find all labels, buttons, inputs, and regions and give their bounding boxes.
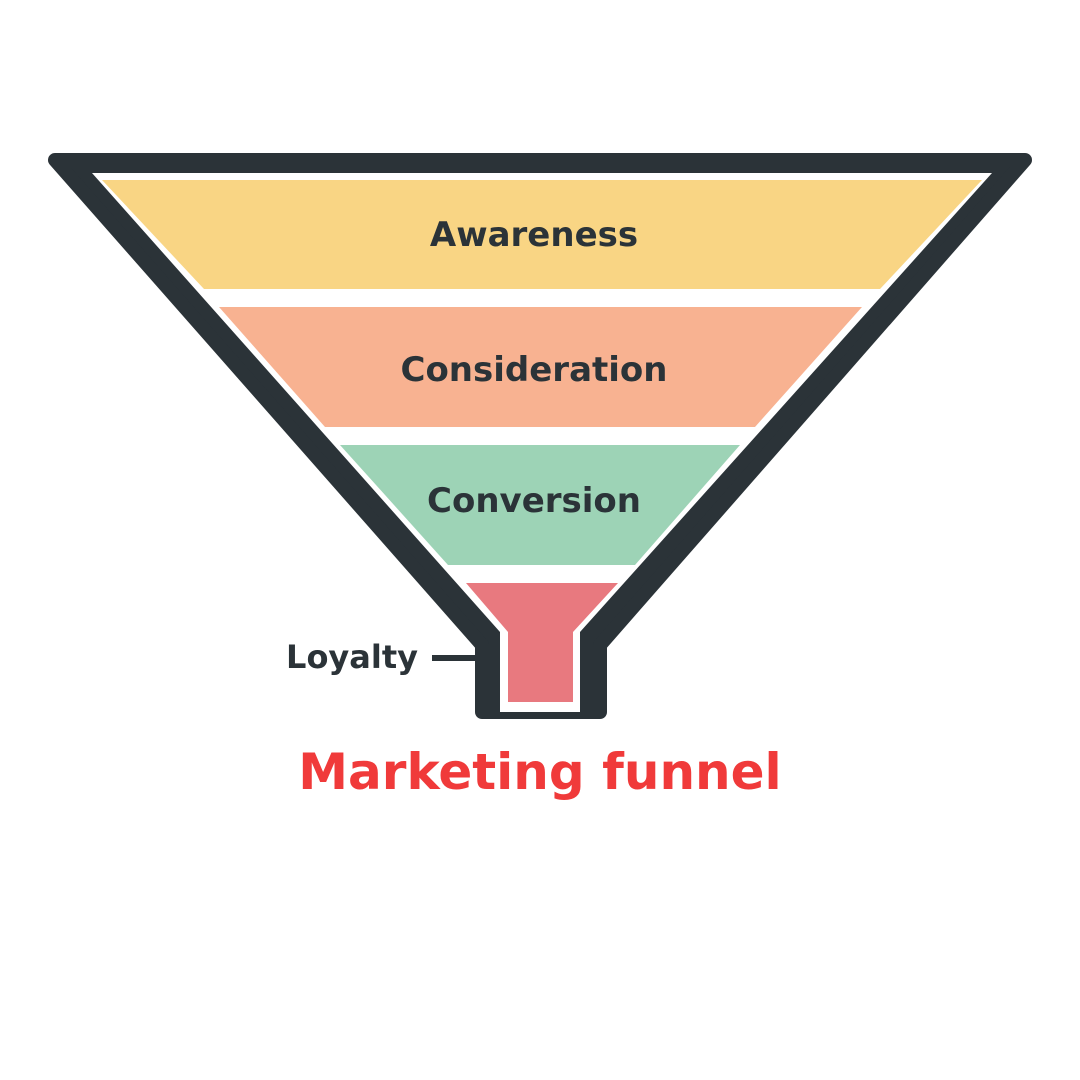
stage-band-awareness xyxy=(102,180,982,289)
stage-band-consideration xyxy=(219,307,862,427)
stage-label-conversion: Conversion xyxy=(427,481,641,521)
stage-band-loyalty xyxy=(466,583,618,702)
stage-label-awareness: Awareness xyxy=(430,215,638,255)
loyalty-label: Loyalty xyxy=(286,638,418,676)
diagram-caption: Marketing funnel xyxy=(298,743,782,801)
stage-label-consideration: Consideration xyxy=(401,350,668,390)
stage-band-conversion xyxy=(340,445,740,565)
